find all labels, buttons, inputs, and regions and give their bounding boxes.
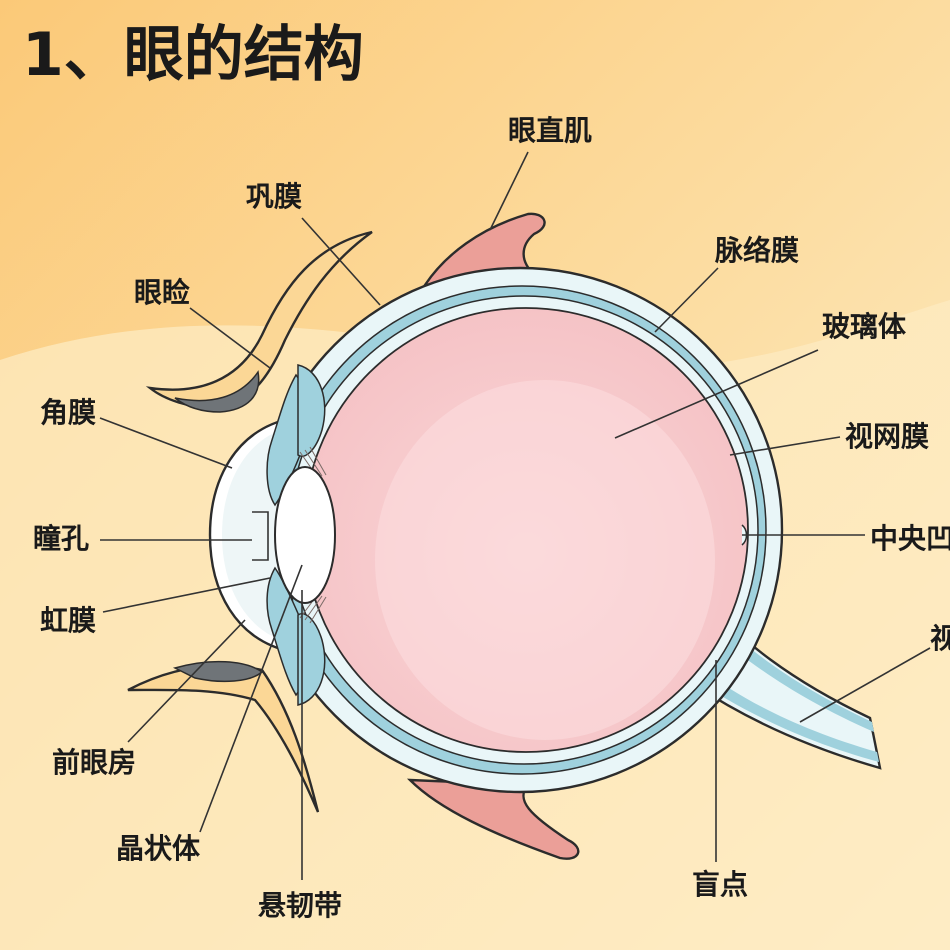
pupil-bracket [252,511,269,561]
label-anterior-chamber: 前眼房 [52,746,136,779]
optic-nerve-choroid-band-bottom [696,668,879,762]
leader-lines [99,151,931,880]
ciliary-body-lower [297,613,326,706]
lower-eyelid-edge [172,660,264,683]
page-title: 1、眼的结构 [22,20,364,90]
upper-eyelid-edge [174,370,260,413]
label-optic-nerve: 视神经 [930,622,950,655]
label-fovea: 中央凹 [870,522,950,555]
label-iris: 虹膜 [40,604,96,637]
vitreous-highlight [375,380,715,740]
label-lens: 晶状体 [116,832,201,865]
label-cornea: 角膜 [40,396,96,429]
optic-nerve-choroid-band-top [705,612,874,732]
label-pupil: 瞳孔 [33,522,89,555]
label-retina: 视网膜 [845,420,929,453]
label-choroid: 脉络膜 [715,234,799,267]
lower-rectus-muscle [406,778,580,860]
label-sclera: 巩膜 [246,180,302,213]
label-rectus-muscle: 眼直肌 [508,114,592,147]
label-blind-spot: 盲点 [692,868,748,901]
label-zonule: 悬韧带 [258,889,342,922]
lens [274,466,336,604]
label-vitreous: 玻璃体 [822,310,907,343]
label-eyelid: 眼睑 [134,276,190,309]
